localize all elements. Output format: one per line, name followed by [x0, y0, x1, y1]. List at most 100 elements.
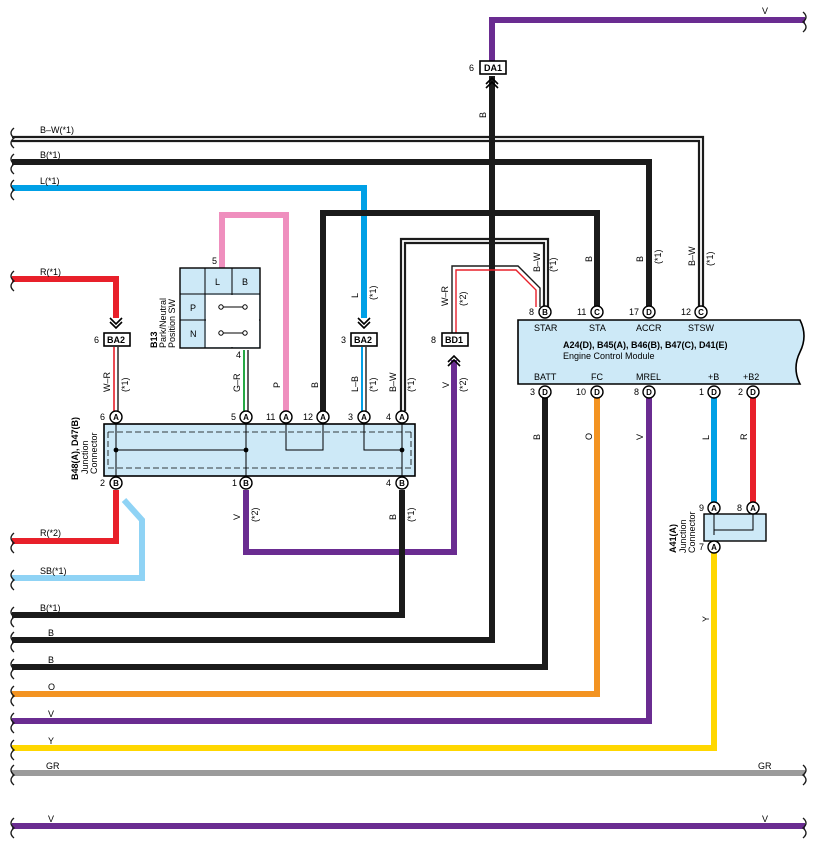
vlabel-wr-left-star: (*1) [120, 377, 130, 392]
ecm-pin-fc-letter: D [594, 388, 600, 397]
connector-ba2-left-label: BA2 [107, 335, 125, 345]
vlabel-wr-right-star: (*2) [458, 291, 468, 306]
vlabel-v-lower-star: (*2) [250, 507, 260, 522]
b48-pin-1b-letter: B [243, 479, 249, 488]
ecm-pin-stsw: C 12 STSW [681, 305, 715, 333]
vlabel-bw-top-star: (*1) [548, 257, 558, 272]
ecm-pin-sta-num: 11 [577, 307, 586, 317]
wire-v-mrel [12, 398, 652, 724]
junction-a41-name-2: Connector [687, 511, 697, 553]
vlabel-p: P [272, 382, 282, 388]
label-sb1: SB(*1) [40, 566, 67, 576]
b48-pin-4b-letter: B [399, 479, 405, 488]
wire-bw1 [12, 135, 705, 307]
label-gr-left: GR [46, 761, 60, 771]
vlabel-b-accr-star: (*1) [653, 249, 663, 264]
switch-pos-p: P [190, 303, 196, 313]
wire-v-top [489, 17, 805, 62]
label-y: Y [48, 736, 54, 746]
ecm-pin-mrel-letter: D [646, 388, 652, 397]
vlabel-bw-mid-star: (*1) [406, 377, 416, 392]
wire-o [12, 398, 600, 697]
switch-pin-bottom: 4 [236, 350, 241, 360]
b48-pin-6-num: 6 [100, 412, 105, 422]
wire-v-bd1 [243, 360, 457, 555]
a41-pin-9-num: 9 [699, 503, 704, 513]
vlabel-v-mrel: V [635, 434, 645, 440]
vlabel-o-fc: O [584, 433, 594, 440]
ecm-pin-fc-label: FC [591, 372, 603, 382]
ecm-pin-accr-label: ACCR [636, 323, 662, 333]
ecm-pin-plus-b2-letter: D [750, 388, 756, 397]
vlabel-bw-top: B–W [532, 252, 542, 272]
switch-pos-l: L [215, 277, 220, 287]
vlabel-v-bd1-star: (*2) [458, 377, 468, 392]
junction-b48-id: B48(A), D47(B) [70, 417, 80, 480]
b48-pin-2b: B 2 [100, 476, 123, 490]
label-r2: R(*2) [40, 528, 61, 538]
connector-da1-label: DA1 [484, 63, 502, 73]
ecm-pin-plus-b-label: +B [708, 372, 719, 382]
b48-pin-5-num: 5 [231, 412, 236, 422]
vlabel-v-bd1: V [441, 382, 451, 388]
vlabel-lb: L–B [350, 376, 360, 392]
vlabel-gr: G–R [232, 373, 242, 392]
engine-control-module: A24(D), B45(A), B46(B), B47(C), D41(E) E… [517, 319, 805, 385]
b48-pin-1b: B 1 [232, 476, 253, 490]
vlabel-b-batt: B [532, 434, 542, 440]
b48-pin-12: A 12 [303, 410, 330, 424]
a41-pin-9-letter: A [711, 504, 717, 513]
wire-b-batt [12, 398, 548, 670]
vlabel-wr-right: W–R [440, 286, 450, 307]
switch-id: B13 [149, 331, 159, 348]
pin-markers: B 8 STAR C 11 STA D 17 ACCR C 12 STSW BA… [100, 305, 760, 554]
label-b-a: B [48, 628, 54, 638]
label-v: V [48, 709, 54, 719]
ecm-pin-plus-b2-num: 2 [738, 387, 743, 397]
wire-bw1-stripe [12, 139, 701, 307]
b48-pin-2b-num: 2 [100, 478, 105, 488]
ecm-pin-accr-num: 17 [629, 307, 639, 317]
ecm-pin-batt-letter: D [542, 388, 548, 397]
b48-pin-1b-num: 1 [232, 478, 237, 488]
switch-pos-n: N [190, 329, 197, 339]
ecm-pin-fc-num: 10 [576, 387, 586, 397]
switch-name-1: Park/Neutral [158, 298, 168, 348]
vlabel-b-mid: B [310, 382, 320, 388]
connector-da1: DA1 6 [469, 60, 507, 89]
ecm-pin-plus-b: +B D 1 [699, 372, 721, 399]
wire-y [12, 553, 717, 751]
connector-ba2-left-pin: 6 [94, 335, 99, 345]
b48-pin-6-letter: A [113, 413, 119, 422]
ecm-pin-mrel-label: MREL [636, 372, 661, 382]
connector-ba2-right-label: BA2 [354, 335, 372, 345]
b48-pin-5-letter: A [243, 413, 249, 422]
switch-pos-b: B [242, 277, 248, 287]
b48-pin-5: A 5 [231, 410, 253, 424]
b48-pin-3-letter: A [361, 413, 367, 422]
label-l1: L(*1) [40, 176, 60, 186]
vlabel-y-a41: Y [701, 616, 711, 622]
vlabel-bw-stsw-star: (*1) [705, 251, 715, 266]
park-neutral-switch: L B P N 5 4 B13 Park/Neutral Position SW [149, 256, 261, 360]
connector-bd1: BD1 8 [431, 332, 469, 367]
ecm-pin-mrel-num: 8 [634, 387, 639, 397]
b48-pin-4a-num: 4 [386, 412, 391, 422]
wire-b-sta [320, 210, 600, 411]
ecm-pin-stsw-label: STSW [688, 323, 715, 333]
b48-pin-11: A 11 [266, 410, 293, 424]
ecm-pin-star-label: STAR [534, 323, 558, 333]
label-b-b: B [48, 655, 54, 665]
wire-r1 [12, 276, 119, 318]
b48-pin-2b-letter: B [113, 479, 119, 488]
label-b1b: B(*1) [40, 603, 61, 613]
a41-pin-9: A 9 [699, 501, 721, 515]
ecm-pin-stsw-num: 12 [681, 307, 691, 317]
a41-pin-8-num: 8 [737, 503, 742, 513]
wire-b1-accr [12, 159, 652, 307]
junction-a41-name-1: Junction [678, 519, 688, 553]
b48-pin-11-num: 11 [266, 412, 275, 422]
vlabel-lb-star: (*1) [368, 377, 378, 392]
vlabel-v-lower: V [232, 514, 242, 520]
